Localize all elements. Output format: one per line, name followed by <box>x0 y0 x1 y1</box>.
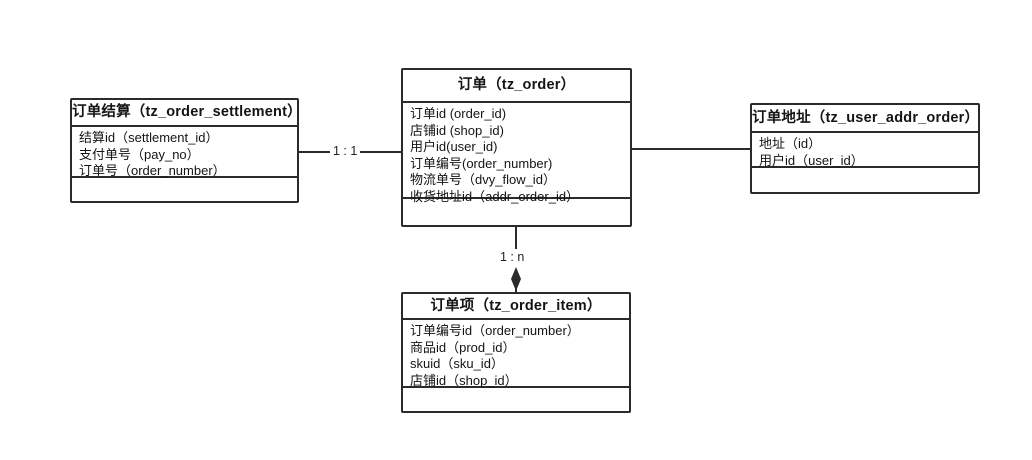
field-row: skuid（sku_id） <box>410 356 504 371</box>
relationship-label-one-to-many: 1 : n <box>497 249 528 265</box>
entity-order-item-fields: 订单编号id（order_number） 商品id（prod_id） skuid… <box>403 320 629 388</box>
entity-user-addr-order-footer <box>752 168 978 192</box>
entity-order-title: 订单（tz_order） <box>403 70 630 103</box>
entity-order-settlement-footer <box>72 178 297 201</box>
field-row: 用户id（user_id） <box>759 152 864 168</box>
entity-order-item-footer <box>403 388 629 411</box>
field-row: 订单编号(order_number) <box>410 155 553 171</box>
filled-diamond-marker <box>509 267 523 291</box>
entity-user-addr-order-fields: 地址（id） 用户id（user_id） <box>752 133 978 168</box>
connector-order-to-address <box>632 148 750 150</box>
field-row: 订单id (order_id) <box>410 106 507 121</box>
field-row: 收货地址id（addr_order_id） <box>410 188 580 204</box>
field-row: 用户id(user_id) <box>410 139 498 154</box>
entity-order[interactable]: 订单（tz_order） 订单id (order_id) 店铺id (shop_… <box>401 68 632 227</box>
connector-order-to-item-upper <box>515 227 517 265</box>
entity-order-fields: 订单id (order_id) 店铺id (shop_id) 用户id(user… <box>403 103 630 204</box>
relationship-label-one-to-one: 1 : 1 <box>330 143 361 159</box>
field-row: 物流单号（dvy_flow_id） <box>410 172 556 187</box>
entity-order-settlement-fields: 结算id（settlement_id） 支付单号（pay_no） 订单号（ord… <box>72 127 297 178</box>
entity-order-item-title: 订单项（tz_order_item） <box>403 294 629 320</box>
entity-order-item[interactable]: 订单项（tz_order_item） 订单编号id（order_number） … <box>401 292 631 413</box>
field-row: 商品id（prod_id） <box>410 339 516 355</box>
entity-user-addr-order[interactable]: 订单地址（tz_user_addr_order） 地址（id） 用户id（use… <box>750 103 980 194</box>
field-row: 店铺id (shop_id) <box>410 122 504 138</box>
entity-order-settlement-title: 订单结算（tz_order_settlement） <box>72 100 302 127</box>
entity-order-settlement[interactable]: 订单结算（tz_order_settlement） 结算id（settlemen… <box>70 98 302 203</box>
field-row: 地址（id） <box>759 136 822 151</box>
field-row: 结算id（settlement_id） <box>79 130 219 145</box>
field-row: 店铺id（shop_id） <box>410 372 518 388</box>
field-row: 订单号（order_number） <box>79 163 226 178</box>
field-row: 支付单号（pay_no） <box>79 146 200 162</box>
entity-user-addr-order-title: 订单地址（tz_user_addr_order） <box>752 105 979 133</box>
field-row: 订单编号id（order_number） <box>410 323 580 338</box>
